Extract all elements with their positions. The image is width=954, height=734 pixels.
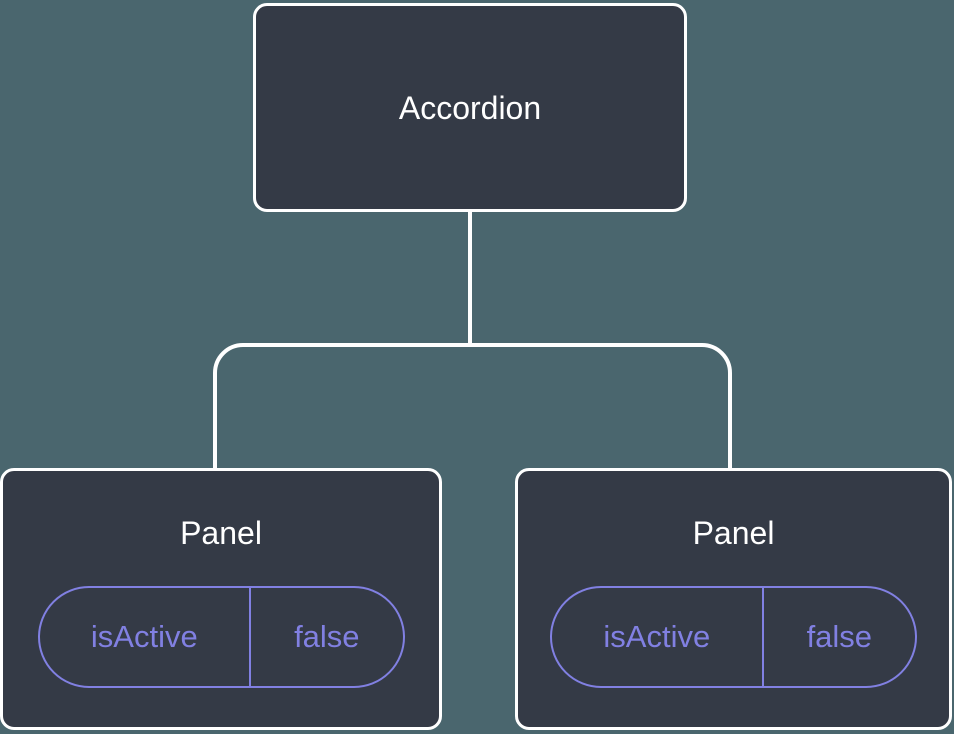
node-accordion: Accordion	[253, 3, 687, 212]
state-key: isActive	[40, 588, 252, 686]
node-panel-left-label: Panel	[180, 515, 262, 551]
node-accordion-label: Accordion	[398, 89, 542, 126]
state-key: isActive	[552, 588, 764, 686]
state-pill: isActive false	[37, 586, 405, 688]
node-panel-left: Panel isActive false	[0, 468, 442, 730]
state-pill: isActive false	[550, 586, 917, 688]
node-panel-right-label: Panel	[692, 515, 775, 551]
state-value: false	[294, 619, 360, 654]
state-value: false	[806, 619, 873, 654]
connector-branch	[213, 343, 732, 470]
node-panel-right: Panel isActive false	[515, 468, 952, 730]
